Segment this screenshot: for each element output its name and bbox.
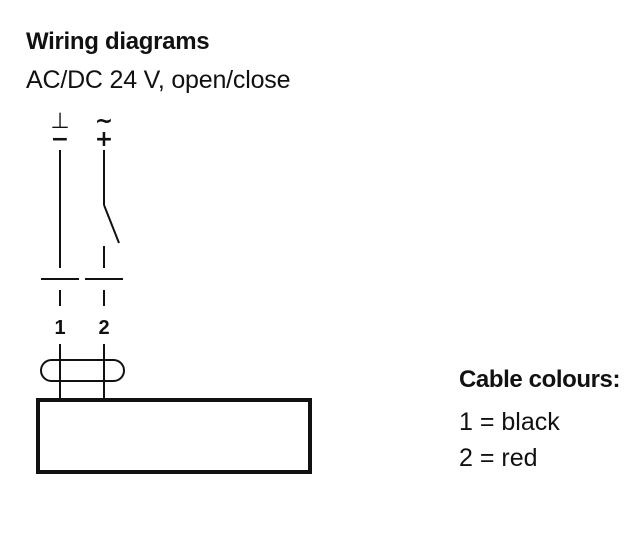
cable-colours-legend: Cable colours: 1 = black 2 = red xyxy=(459,366,621,476)
ac-symbol: ~ xyxy=(95,109,113,134)
actuator-box xyxy=(36,398,312,474)
positive-sign: + xyxy=(95,127,113,152)
diagram-subtitle: AC/DC 24 V, open/close xyxy=(26,66,291,94)
legend-item-black: 1 = black xyxy=(459,408,560,436)
terminal-2-label: 2 xyxy=(98,317,109,339)
ground-symbol: ⊥ xyxy=(50,109,69,134)
legend-title: Cable colours: xyxy=(459,366,621,393)
ground-minus-sign: − xyxy=(51,127,69,152)
legend-item-red: 2 = red xyxy=(459,444,538,472)
cable-sheath xyxy=(40,359,125,382)
switch-contact xyxy=(103,204,120,244)
terminal-1-label: 1 xyxy=(54,317,65,339)
diagram-title: Wiring diagrams xyxy=(26,28,210,55)
